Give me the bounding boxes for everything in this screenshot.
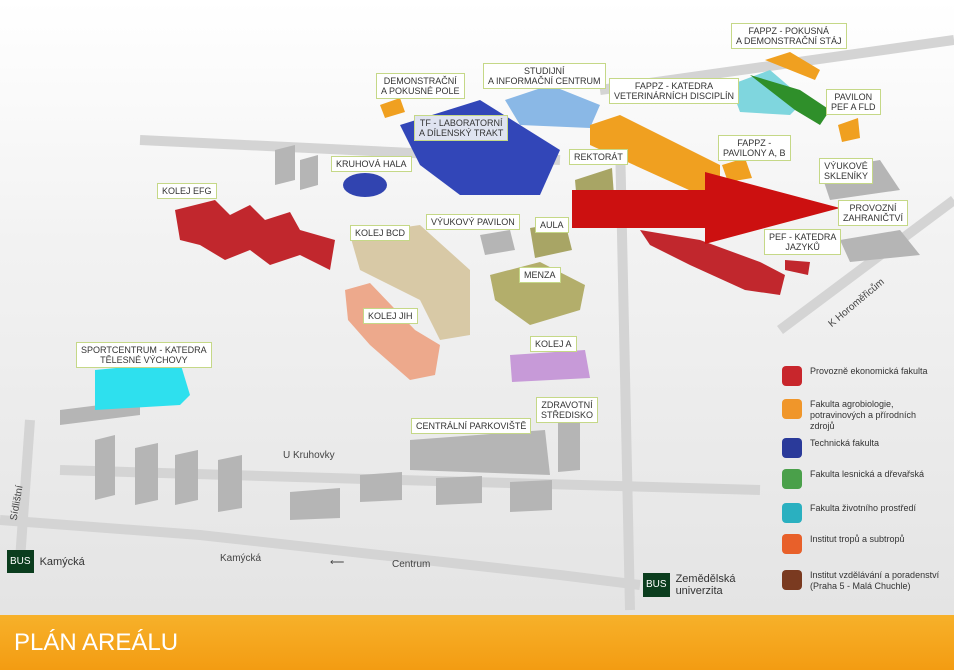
ivp-icon [782, 570, 802, 590]
building-staj[interactable] [765, 52, 820, 80]
label-kolej-bcd[interactable]: Kolej BCD [350, 225, 411, 241]
building-sportcentrum[interactable] [95, 362, 190, 410]
legend-text: Fakulta životního prostředí [810, 503, 917, 513]
label-pef-jazyku[interactable]: PEF - Katedra jazyků [764, 229, 842, 255]
building-fzp[interactable] [730, 70, 805, 115]
page-title: PLÁN AREÁLU [14, 629, 179, 656]
footer-bar: PLÁN AREÁLU [0, 615, 954, 670]
label-parkoviste[interactable]: Centrální parkoviště [411, 418, 532, 434]
building-menza[interactable] [490, 262, 585, 325]
label-vyukovy-pavilon[interactable]: Výukový pavilon [426, 214, 520, 230]
label-fappz-staj[interactable]: FAPPZ - Pokusná a demonstrační stáj [731, 23, 847, 49]
fzp-icon [782, 503, 802, 523]
bus-stop-name: Zemědělská univerzita [675, 573, 736, 597]
label-pavilon-pef[interactable]: Pavilon PEF a FLD [826, 89, 881, 115]
label-menza[interactable]: Menza [519, 267, 561, 283]
label-fappz-ab[interactable]: FAPPZ - Pavilony A, B [718, 135, 791, 161]
legend-text: Technická fakulta [810, 438, 880, 448]
legend-item: Fakulta agrobiologie, potravinových a př… [782, 399, 942, 432]
label-provozni[interactable]: Provozní zahraničtví [838, 200, 909, 226]
fappz-icon [782, 399, 802, 419]
bus-stop-kamycka[interactable]: BUS Kamýcká [7, 550, 85, 573]
pef-icon [782, 366, 802, 386]
label-rektorat[interactable]: Rektorát [569, 149, 628, 165]
legend-item: Technická fakulta [782, 438, 879, 458]
bus-icon: BUS [643, 573, 670, 597]
its-icon [782, 534, 802, 554]
label-kruhova[interactable]: Kruhová hala [331, 156, 412, 172]
building-fappz-vet[interactable] [590, 115, 720, 195]
label-sportcentrum[interactable]: Sportcentrum - Katedra tělesné výchovy [76, 342, 212, 368]
building-kolej-efg[interactable] [175, 200, 335, 270]
building-kruhova-hala[interactable] [343, 173, 387, 197]
label-kolej-a[interactable]: Kolej A [530, 336, 577, 352]
building-pef-jazyku[interactable] [785, 260, 810, 275]
road-u-kruhovky: U Kruhovky [283, 450, 335, 461]
label-aula[interactable]: Aula [535, 217, 569, 233]
legend-item: Institut vzdělávání a poradenství (Praha… [782, 570, 942, 592]
label-skleniky[interactable]: Výukové skleníky [819, 158, 874, 184]
fld-icon [782, 469, 802, 489]
highlight-arrow [572, 172, 840, 244]
legend-text: Institut tropů a subtropů [810, 534, 905, 544]
label-kolej-jih[interactable]: Kolej JIH [363, 308, 418, 324]
bus-icon: BUS [7, 550, 34, 573]
bus-stop-name: Kamýcká [39, 555, 85, 568]
building-kolej-bcd[interactable] [350, 225, 470, 340]
building-kolej-jih[interactable] [345, 283, 440, 380]
label-tf-lab[interactable]: TF - Laboratorní a dílenský trakt [414, 115, 509, 141]
label-kolej-efg[interactable]: Kolej EFG [157, 183, 217, 199]
legend-item: Fakulta životního prostředí [782, 503, 916, 523]
legend-text: Provozně ekonomická fakulta [810, 366, 928, 376]
building-pavilony-ab[interactable] [722, 158, 752, 182]
building-studijni[interactable] [505, 85, 600, 128]
direction-arrow: ⟵ [330, 557, 345, 568]
legend-item: Fakulta lesnická a dřevařská [782, 469, 924, 489]
map-drawing [0, 35, 954, 611]
legend-text: Fakulta lesnická a dřevařská [810, 469, 925, 479]
campus-map[interactable]: Demonstrační a pokusné pole Studijní a i… [0, 0, 954, 615]
legend-item: Institut tropů a subtropů [782, 534, 905, 554]
building-fld[interactable] [750, 75, 830, 125]
legend-item: Provozně ekonomická fakulta [782, 366, 928, 386]
building-pavilon[interactable] [838, 118, 860, 142]
legend-text: Institut vzdělávání a poradenství (Praha… [810, 570, 940, 591]
building-demo-pole[interactable] [380, 98, 405, 118]
building-pef[interactable] [640, 230, 785, 295]
label-studijni[interactable]: Studijní a informační centrum [483, 63, 606, 89]
tf-icon [782, 438, 802, 458]
label-fappz-vet[interactable]: FAPPZ - Katedra veterinárních disciplín [609, 78, 740, 104]
building-kolej-a[interactable] [510, 350, 590, 382]
legend-text: Fakulta agrobiologie, potravinových a př… [810, 399, 917, 431]
road-kamycka: Kamýcká [220, 553, 262, 564]
road-centrum: Centrum [392, 559, 431, 570]
label-zdravotni[interactable]: Zdravotní středisko [536, 397, 599, 423]
label-demo-pole[interactable]: Demonstrační a pokusné pole [376, 73, 465, 99]
